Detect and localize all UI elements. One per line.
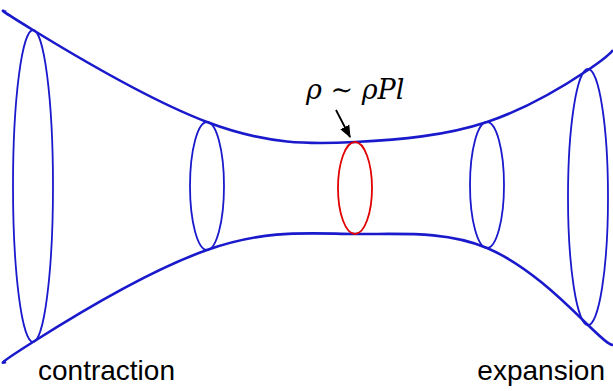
universe-envelope: [3, 11, 613, 363]
density-label: ρ ∼ ρPl: [306, 74, 404, 105]
cross-section: [470, 122, 504, 248]
phase-label: expansion: [477, 355, 605, 387]
cross-section: [568, 69, 608, 325]
envelope-curve: [3, 233, 613, 363]
envelope-curve: [3, 11, 613, 143]
cross-section: [13, 30, 53, 342]
pointer-arrow: [336, 110, 350, 137]
phase-label: contraction: [38, 355, 175, 387]
bounce-section: [338, 142, 372, 234]
cross-section: [190, 122, 224, 250]
